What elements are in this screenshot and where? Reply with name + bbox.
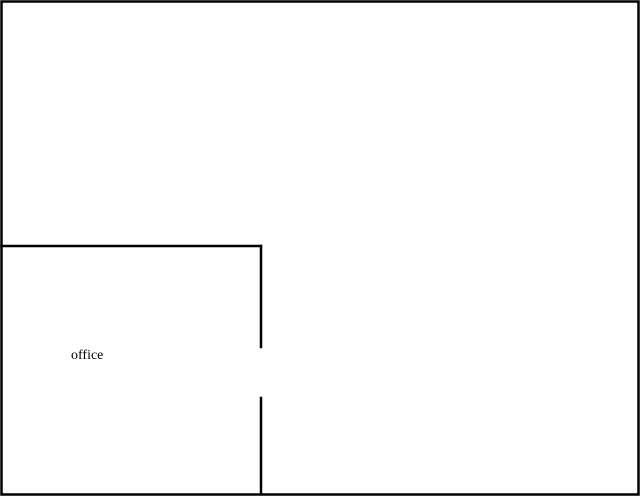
room-label-office: office xyxy=(71,348,103,363)
office-doorway[interactable] xyxy=(252,348,270,397)
